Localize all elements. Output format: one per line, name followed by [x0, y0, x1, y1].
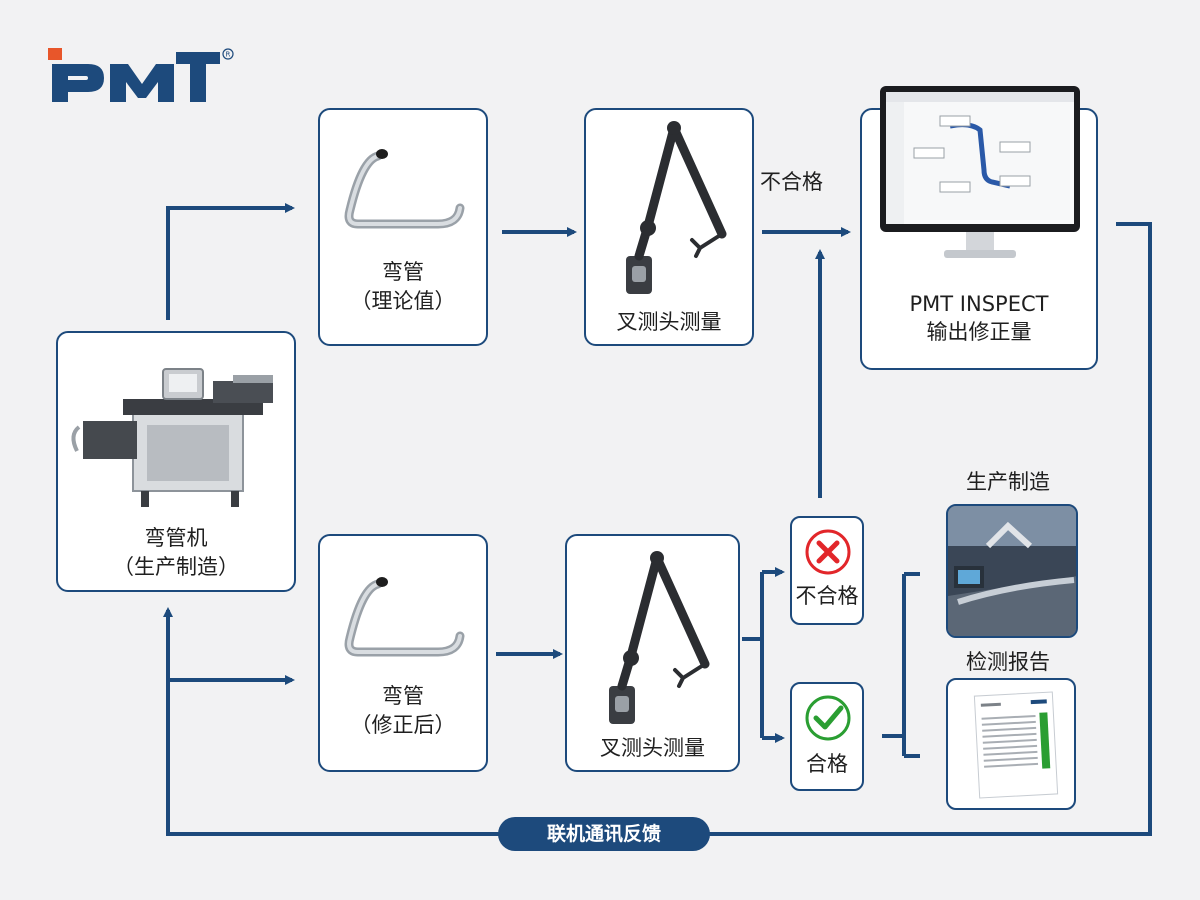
arrow-bender-to-top-tube: [166, 203, 295, 320]
pmt-logo: R: [48, 48, 234, 102]
bender-machine-illustration: [71, 368, 273, 507]
top-probe-node: 叉测头测量: [584, 108, 754, 346]
production-label: 生产制造: [966, 470, 1050, 494]
monitor-inspect-software-illustration: [880, 86, 1080, 258]
inspection-report-document-icon: [973, 691, 1059, 799]
split-line: [742, 572, 764, 738]
bottom-probe-node: 叉测头测量: [565, 534, 740, 772]
inspect-label-2: 输出修正量: [926, 320, 1032, 344]
bottom-tube-label-1: 弯管: [382, 684, 424, 708]
inspect-node: PMT INSPECT 输出修正量: [860, 86, 1098, 370]
feedback-loop: [163, 222, 1152, 836]
bottom-tube-node: 弯管 （修正后）: [318, 534, 488, 772]
inspect-label-1: PMT INSPECT: [909, 292, 1049, 316]
bottom-tube-label-2: （修正后）: [350, 713, 456, 737]
fail-label: 不合格: [795, 584, 859, 608]
top-tube-label-1: 弯管: [382, 260, 424, 284]
bent-tube-corrected-illustration: [344, 577, 465, 657]
production-node: [946, 504, 1078, 638]
feedback-badge: 联机通讯反馈: [498, 817, 710, 851]
top-tube-label-2: （理论值）: [350, 289, 456, 313]
bottom-probe-label: 叉测头测量: [600, 736, 705, 760]
report-label: 检测报告: [966, 650, 1050, 674]
pass-bracket: [882, 572, 920, 758]
top-tube-node: 弯管 （理论值）: [318, 108, 488, 346]
check-mark-icon: [805, 695, 851, 741]
bent-tube-theory-illustration: [344, 149, 465, 229]
top-probe-label: 叉测头测量: [616, 310, 722, 334]
top-fail-label: 不合格: [760, 170, 823, 194]
bender-label-1: 弯管机: [144, 526, 208, 550]
measuring-arm-icon: [626, 121, 727, 294]
bender-label-2: （生产制造）: [113, 555, 239, 579]
bender-node: 弯管机 （生产制造）: [56, 331, 296, 592]
pass-label: 合格: [806, 752, 848, 776]
measuring-arm-icon: [609, 551, 710, 724]
x-mark-icon: [805, 529, 851, 575]
fail-node: 不合格: [790, 516, 864, 625]
svg-text:R: R: [226, 51, 231, 59]
production-line-photo: [948, 506, 1076, 636]
report-node: [946, 678, 1076, 810]
pass-node: 合格: [790, 682, 864, 791]
